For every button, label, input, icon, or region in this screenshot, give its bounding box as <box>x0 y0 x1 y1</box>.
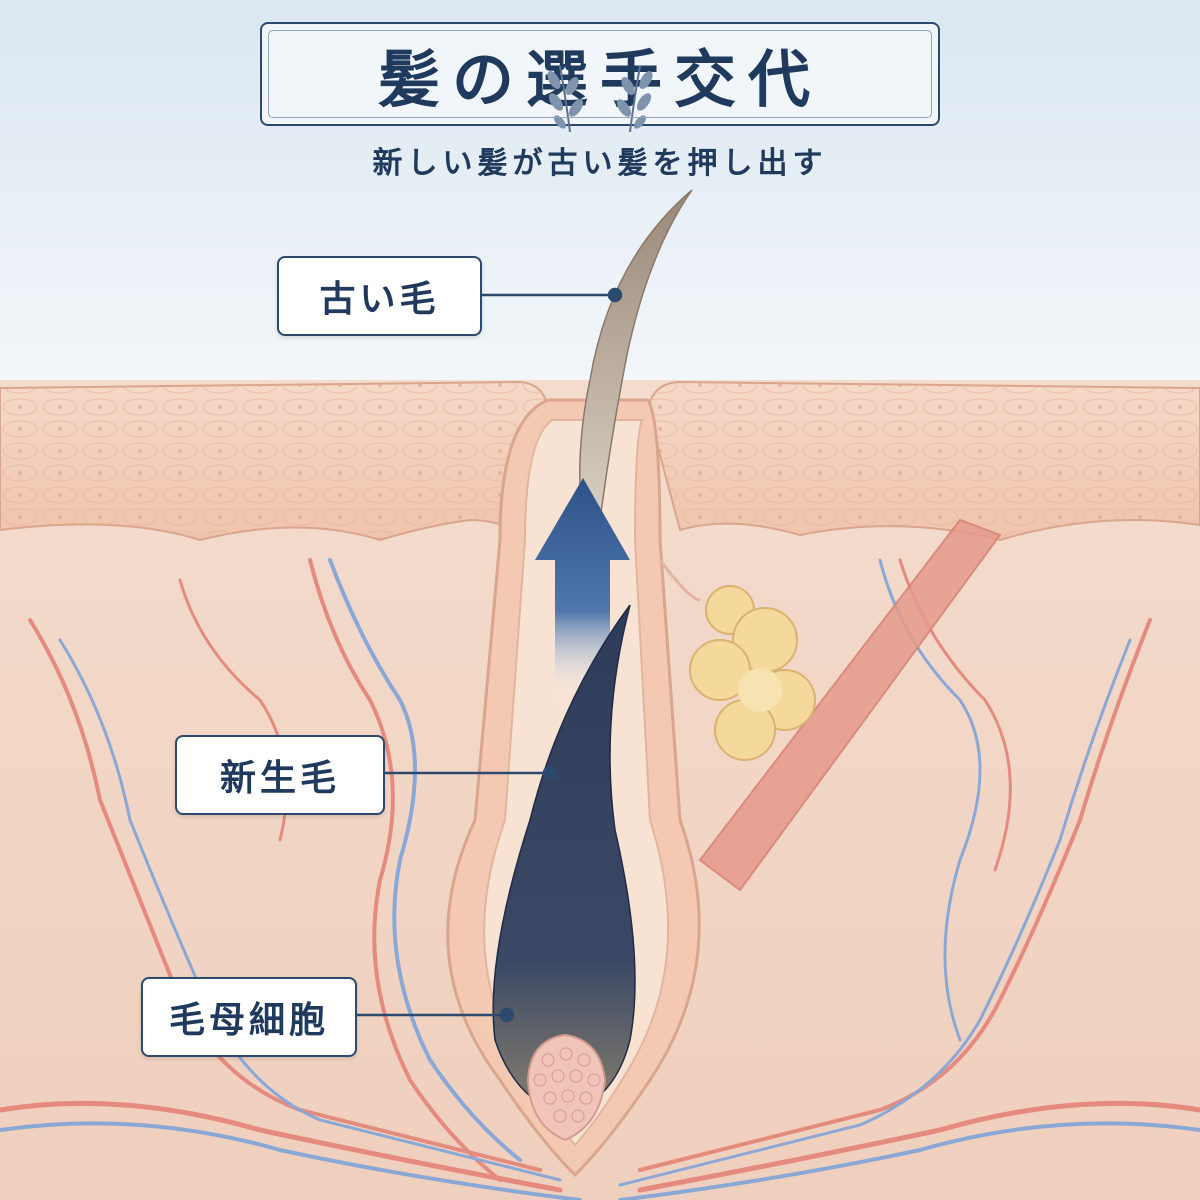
epidermis-cells-left <box>0 382 548 540</box>
leader-lines <box>357 287 623 1023</box>
title-box: 髪の選手交代 <box>260 22 940 133</box>
label-old-hair: 古い毛 <box>277 256 482 336</box>
leaf-sprig-icon <box>616 65 653 133</box>
arrector-pili-muscle <box>698 518 1002 892</box>
subtitle: 新しい髪が古い髪を押し出す <box>372 146 828 181</box>
leaf-sprig-icon <box>547 65 584 133</box>
label-new-hair: 新生毛 <box>175 735 385 815</box>
dermal-papilla <box>526 1033 607 1142</box>
sebaceous-gland <box>658 559 816 761</box>
page-title: 髪の選手交代 <box>377 43 822 116</box>
label-hair-matrix-cells: 毛母細胞 <box>141 977 357 1057</box>
epidermis-cells-right <box>648 382 1200 540</box>
